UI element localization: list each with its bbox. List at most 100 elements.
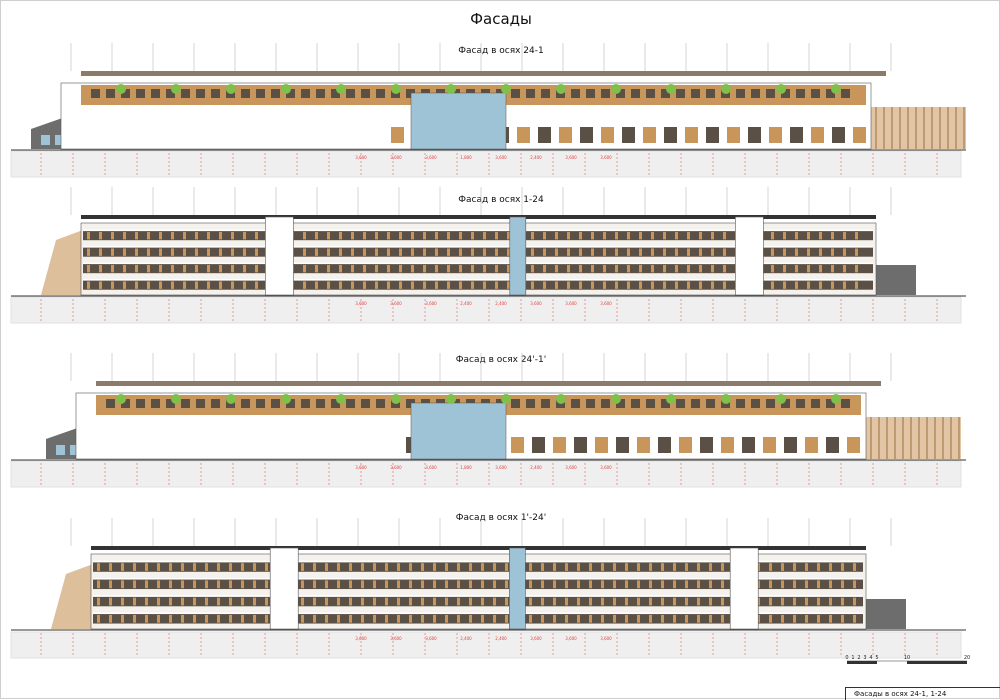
dimension-label: 3,600 [600, 636, 612, 641]
window-frame [361, 614, 364, 623]
window-frame [445, 580, 448, 589]
lower-window [853, 127, 866, 143]
tree [611, 84, 621, 94]
window-frame [133, 597, 136, 606]
window-frame [301, 563, 304, 571]
dimension-label: 3,600 [390, 636, 402, 641]
window-frame [543, 248, 546, 256]
window-frame [87, 248, 90, 256]
window-frame [301, 614, 304, 623]
window-frame [697, 580, 700, 589]
window-frame [673, 580, 676, 589]
window-frame [723, 264, 726, 273]
window-frame [505, 597, 508, 606]
window-frame [721, 563, 724, 571]
window-frame [819, 281, 822, 289]
window-frame [541, 580, 544, 589]
window-frame [121, 614, 124, 623]
window-frame [673, 563, 676, 571]
window-frame [121, 580, 124, 589]
window-frame [435, 248, 438, 256]
window-frame [805, 614, 808, 623]
tree [116, 394, 126, 404]
window-frame [169, 597, 172, 606]
lower-window [643, 127, 656, 143]
ground-strip [10, 631, 962, 659]
upper-window [136, 399, 145, 408]
window-frame [337, 614, 340, 623]
window-frame [109, 614, 112, 623]
window-frame [399, 248, 402, 256]
window-frame [253, 563, 256, 571]
upper-window [661, 399, 670, 408]
window-frame [435, 264, 438, 273]
window-frame [349, 614, 352, 623]
window-frame [675, 231, 678, 240]
window-frame [387, 281, 390, 289]
window-frame [675, 281, 678, 289]
tree [391, 394, 401, 404]
window-frame [265, 597, 268, 606]
scale-tick-label: 2 [857, 655, 860, 661]
window-frame [349, 597, 352, 606]
window-frame [219, 248, 222, 256]
window-frame [805, 597, 808, 606]
window-frame [565, 563, 568, 571]
window-frame [147, 248, 150, 256]
window-frame [255, 248, 258, 256]
window-frame [723, 231, 726, 240]
window-frame [231, 248, 234, 256]
window-frame [481, 580, 484, 589]
roof-cap [91, 546, 866, 550]
window-frame [613, 614, 616, 623]
window-frame [709, 580, 712, 589]
window-frame [639, 231, 642, 240]
upper-window [271, 89, 280, 98]
window-frame [363, 264, 366, 273]
dimension-label: 1,800 [460, 465, 472, 470]
window-frame [327, 281, 330, 289]
window-frame [243, 248, 246, 256]
window-frame [159, 248, 162, 256]
window-frame [673, 614, 676, 623]
window-frame [603, 248, 606, 256]
window-frame [229, 597, 232, 606]
window-frame [217, 580, 220, 589]
upper-window [586, 89, 595, 98]
tree [171, 84, 181, 94]
window-frame [361, 580, 364, 589]
window-frame [553, 614, 556, 623]
window-frame [493, 563, 496, 571]
window-frame [303, 248, 306, 256]
wing-window [56, 445, 65, 455]
window-frame [111, 281, 114, 289]
window-frame [135, 264, 138, 273]
window-frame [423, 248, 426, 256]
window-frame [615, 281, 618, 289]
window-frame [639, 281, 642, 289]
window-frame [615, 264, 618, 273]
window-frame [111, 264, 114, 273]
window-frame [711, 231, 714, 240]
window-frame [123, 248, 126, 256]
window-frame [397, 580, 400, 589]
window-frame [507, 231, 510, 240]
window-frame [303, 231, 306, 240]
window-frame [303, 281, 306, 289]
upper-window [796, 399, 805, 408]
window-frame [831, 281, 834, 289]
window-frame [709, 563, 712, 571]
upper-window [211, 89, 220, 98]
window-frame [853, 597, 856, 606]
window-frame [591, 248, 594, 256]
window-frame [411, 281, 414, 289]
window-frame [699, 264, 702, 273]
upper-window [781, 399, 790, 408]
window-frame [769, 597, 772, 606]
window-frame [565, 580, 568, 589]
window-frame [783, 281, 786, 289]
window-frame [157, 580, 160, 589]
upper-window [166, 399, 175, 408]
window-frame [567, 231, 570, 240]
window-frame [205, 563, 208, 571]
